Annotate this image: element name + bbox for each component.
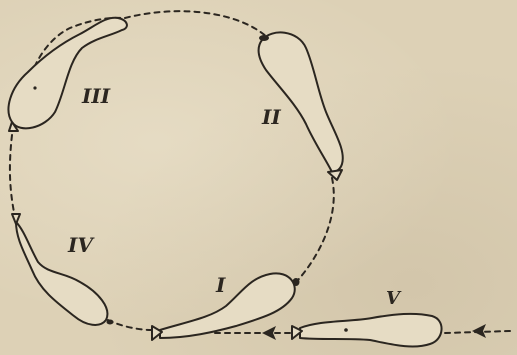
arrow-head-right [472, 324, 486, 338]
organism-stage-3 [9, 18, 127, 131]
label-stage-3: III [81, 84, 111, 108]
organism-stage-1 [152, 273, 300, 340]
organism-stage-4 [12, 214, 114, 325]
label-stage-4: IV [67, 233, 95, 257]
label-stage-1: I [215, 273, 226, 297]
organism-stage-5 [292, 314, 442, 347]
label-stage-2: II [261, 105, 281, 129]
label-stage-5: V [386, 288, 402, 309]
arrow-head-left [262, 326, 276, 340]
